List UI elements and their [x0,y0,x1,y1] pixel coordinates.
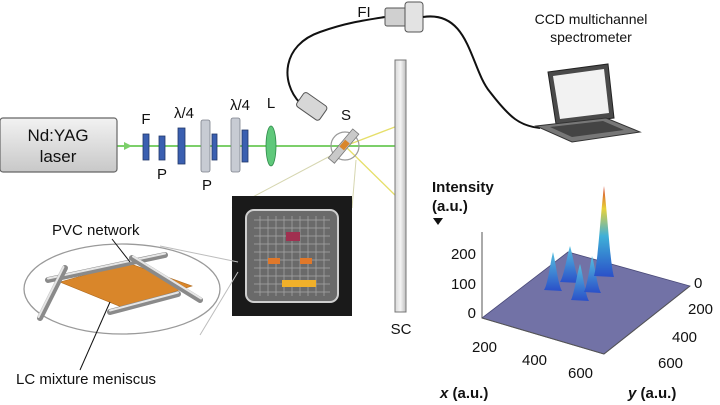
polarizer-2-label: P [202,177,212,194]
plot-y-axis [603,285,691,355]
spectrometer-label-line1: CCD multichannel [535,11,648,27]
zoom-line-inset-top [159,245,239,263]
laser-label-line2: laser [40,147,77,166]
lc-meniscus-label: LC mixture meniscus [16,371,156,388]
peak-4 [584,256,601,293]
plot-y-tick: 0 [694,275,702,292]
lens-label: L [267,95,275,112]
spectrometer-label-line2: spectrometer [550,29,632,45]
laser-box [0,117,118,173]
sample-highlight-circle [330,131,360,161]
diffracted-beam-lower [344,145,401,201]
plot-y-tick: 400 [672,329,697,346]
projection-screen [394,59,407,313]
laser-label-line1: Nd:YAG [27,126,88,145]
filter-element [142,133,150,161]
photo-spot-orange-2 [300,258,312,264]
sample-lc-cell [339,139,350,151]
quarter-wave-plate-2-mount [230,117,241,173]
plot-z-tick: 200 [451,246,476,263]
pvc-rod-4-hl [109,291,179,312]
pvc-rod-1-hl [47,252,166,280]
peak-2 [560,246,580,283]
plot-z-arrow [433,218,443,225]
diffracted-beam-upper [344,124,401,147]
peak-1 [544,252,562,291]
plot-x-axis [481,317,605,355]
quarter-wave-1-label: λ/4 [174,105,194,122]
zoom-line-right [351,159,357,209]
polarizer-2-mount [200,119,211,173]
plot-x-label-unit: (a.u.) [448,385,488,402]
fiber-probe [296,92,328,121]
pvc-rod-3 [37,265,68,321]
pvc-network-label: PVC network [52,222,140,239]
photo-spot-yellow [282,280,316,287]
plot-y-tick: 200 [688,301,713,318]
quarter-wave-2-label: λ/4 [230,97,250,114]
fiber-cable-input [286,16,386,104]
plot-z-label-line1: Intensity [432,179,494,196]
pvc-rod-3-hl [37,266,65,318]
fiber-input-coupler-body [404,1,424,33]
sample-label: S [341,107,351,124]
screen-label: SC [391,321,412,338]
polarizer-2 [211,133,218,161]
laptop-keyboard [550,121,624,137]
polarizer-1 [158,135,166,161]
lens-element [265,125,277,167]
plot-z-label-line2: (a.u.) [432,198,468,215]
pvc-network-leader [111,238,131,263]
quarter-wave-plate-2 [241,129,249,163]
photo-spot-red [286,232,300,241]
plot-x-label-var: x [439,385,449,402]
polarizer-1-label: P [157,166,167,183]
plot-z-tick: 0 [468,305,476,322]
plot-y-label: y (a.u.) [627,385,676,402]
plot-x-tick: 200 [472,339,497,356]
pvc-rod-2 [129,255,203,303]
plot-y-label-unit: (a.u.) [636,385,676,402]
plot-y-label-var: y [627,385,637,402]
laptop-screen [553,69,609,119]
plot-x-tick: 600 [568,365,593,382]
plot-x-label: x (a.u.) [439,385,488,402]
pvc-rod-4 [107,291,181,315]
filter-label: F [141,111,150,128]
beam-arrow [124,142,132,150]
plot-z-tick: 100 [451,276,476,293]
quarter-wave-plate-1 [177,127,186,165]
fiber-input-coupler [384,7,408,27]
pvc-rod-2-hl [132,255,202,300]
fiber-input-label: FI [357,4,370,21]
lc-meniscus-leader [79,301,111,371]
fiber-cable-output [422,15,541,129]
plot-y-tick: 600 [658,355,683,372]
plot-surface [481,251,691,355]
pvc-rod-1 [45,252,168,283]
intensity-plot: Intensity (a.u.) 200 100 0 200 400 600 0… [432,179,713,402]
zoom-line-inset-bottom [199,271,239,336]
plot-x-tick: 400 [522,352,547,369]
peak-main [594,186,614,277]
photo-spot-orange-1 [268,258,280,264]
